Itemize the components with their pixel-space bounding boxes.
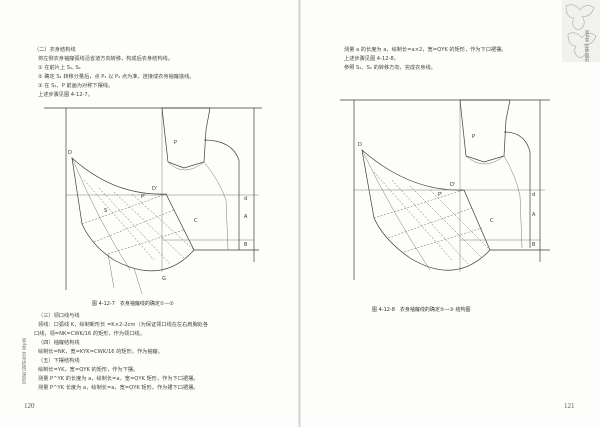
fan-line-3 [113, 191, 185, 259]
left-text-line-3: ① 在前片上 S₁, S₂ [38, 65, 81, 71]
label-D: D [68, 150, 72, 156]
left-page-number: 120 [24, 402, 35, 410]
right-text-line-2: 上述步骤见图 4-12-8。 [344, 56, 399, 62]
fan-line-5 [373, 189, 465, 219]
left-lower-line-7: 绘制长=YK，宽=QYK 的矩形，作为下摆。 [38, 367, 139, 373]
book-gutter [298, 0, 301, 427]
label-C: C [490, 218, 494, 224]
fan-line-6 [93, 209, 175, 243]
left-text-line-2: 将左侧衣身袖窿弧线沿省道方向转移，构成后衣身结构线。 [38, 56, 173, 62]
label-d: d [532, 192, 535, 198]
label-P: P [472, 134, 475, 140]
left-lower-line-6: （五）下摆结构线 [38, 358, 80, 364]
left-text-line-5: ③ 在 S₁、P 前画为对称下摆线。 [38, 83, 114, 89]
label-d: d [244, 196, 247, 202]
skirt-fan-shape [71, 157, 195, 272]
left-side-note: 第4章 衣身结构与原型 [21, 338, 26, 384]
label-P: P [174, 140, 177, 146]
skirt-fan-shape [361, 149, 491, 271]
label-A: A [532, 212, 536, 218]
neck-curve [465, 155, 505, 165]
left-text-line-1: （二）衣身结构线 [34, 47, 76, 53]
fan-line-7 [107, 229, 185, 255]
label-C: C [194, 218, 198, 224]
label-P-prime: P' [438, 192, 442, 198]
label-P-prime: P' [141, 194, 145, 200]
left-lower-line-5: 绘制长=NK，宽=KYK=CWK/16 的矩形，作为袖窿。 [38, 349, 163, 355]
left-text-line-6: 上述步骤见图 4-12-7。 [38, 92, 93, 98]
collar-block [459, 99, 511, 163]
label-D-prime: D' [450, 182, 455, 188]
left-lower-line-8: 测量 P^YK 的长度为 a，绘制长=a，宽=QYK 矩形，作为下口裙摆。 [38, 376, 199, 382]
neck-curve [167, 161, 205, 171]
left-lower-line-3: 口线，领=NK=CWK/16 的矩形，作为领口线。 [34, 331, 145, 337]
right-page-number: 121 [564, 402, 575, 410]
inner-curve-1 [361, 149, 431, 271]
label-G: G [162, 276, 166, 282]
left-figure-caption: 图 4-12-7 衣身袖窿线的确定①—② [92, 301, 174, 307]
shoulder-curve [203, 139, 240, 250]
right-pattern-diagram: D D' P P' C B A d [340, 99, 550, 280]
fan-line-7 [403, 227, 483, 253]
label-D-prime: D' [152, 186, 157, 192]
right-text-line-3: 参照 S₁、S₂ 的转移方向，完成衣身线。 [344, 65, 436, 71]
left-text-line-4: ② 确定 S₁ 转移分量后，点 P₁ 以 P₂ 点为准，连接成衣身袖窿造线。 [38, 74, 195, 80]
label-A: A [244, 214, 248, 220]
fan-line-2 [391, 179, 469, 265]
fan-line-3 [409, 185, 483, 259]
label-B: B [244, 242, 248, 248]
left-lower-line-1: （三）领口线与线 [38, 313, 80, 319]
fan-line-5 [81, 193, 167, 225]
fan-line-1 [83, 179, 155, 261]
label-S: S [104, 208, 107, 214]
right-text-line-1: 测量 a 的长度为 a，绘制长=a×2，宽=QYK 的矩形，作为下口裙摆。 [344, 47, 507, 53]
fan-line-6 [387, 207, 473, 239]
decorative-corner-ornament [562, 0, 600, 62]
left-lower-line-4: （四）袖窿结构线 [38, 340, 80, 346]
right-figure-caption: 图 4-12-8 衣身袖窿线的确定②—③ 结构图 [372, 307, 471, 313]
fan-line-4 [131, 193, 195, 251]
label-B: B [532, 242, 536, 248]
right-side-note: 第4章 立体裁剪 [584, 30, 589, 62]
collar-block [161, 107, 211, 169]
label-D: D [358, 142, 362, 148]
armhole-curve [203, 161, 229, 251]
right-page: 测量 a 的长度为 a，绘制长=a×2，宽=QYK 的矩形，作为下口裙摆。 上述… [300, 0, 600, 427]
shoulder-curve [503, 131, 531, 248]
left-lower-line-2: 领线：口弧线 K，绘制新形长 =K×2-2cm（为保证领口线在左右肩胸处各 [38, 322, 209, 328]
left-page: （二）衣身结构线 将左侧衣身袖窿弧线沿省道方向转移，构成后衣身结构线。 ① 在前… [21, 47, 262, 410]
hem-ticks [107, 253, 143, 295]
inner-curve-1 [71, 157, 131, 271]
left-pattern-diagram: D D' P P' S C A B d G [44, 107, 262, 295]
armhole-curve [503, 155, 523, 249]
left-lower-line-9: 测量 P^YK 长度为 a，绘制长=a，宽=QYK 矩形，作为裙下口裙摆。 [38, 385, 199, 391]
